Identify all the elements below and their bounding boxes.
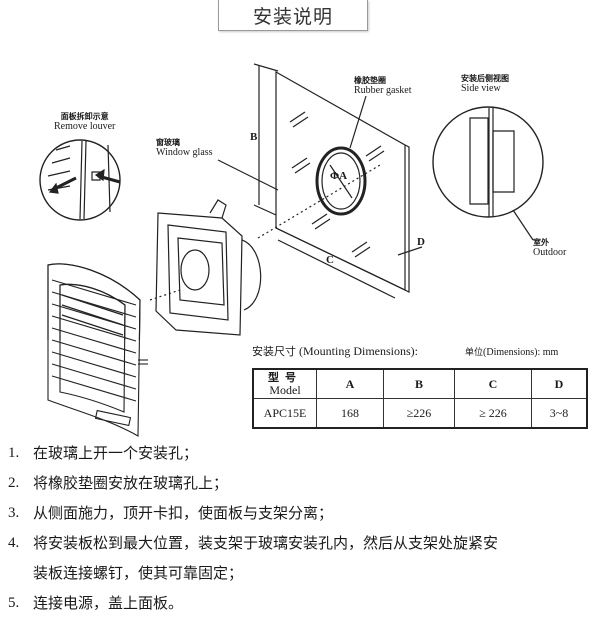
model-header-cell: 型号 Model bbox=[252, 368, 317, 399]
value-cell-d: 3~8 bbox=[531, 398, 588, 429]
step-number: 3. bbox=[8, 505, 20, 521]
dimension-c-label: C bbox=[326, 254, 334, 266]
side-view-label-en: Side view bbox=[461, 83, 501, 94]
table-row: APC15E 168 ≥226 ≥ 226 3~8 bbox=[252, 398, 588, 429]
step-text: 在玻璃上开一个安装孔； bbox=[33, 444, 199, 462]
mounting-dimensions-heading: 安装尺寸 (Mounting Dimensions): bbox=[252, 343, 418, 359]
mounting-dimensions-table: 型号 Model A B C D APC15E 168 ≥226 ≥ 226 3… bbox=[252, 368, 588, 429]
dimension-d-label: D bbox=[417, 236, 425, 248]
value-cell-b: ≥226 bbox=[383, 398, 455, 429]
installation-steps: 1. 在玻璃上开一个安装孔； 2. 将橡胶垫圈安放在玻璃孔上； 3. 从侧面施力，顶开… bbox=[0, 438, 600, 618]
spec-heading-en: (Mounting Dimensions): bbox=[299, 344, 418, 358]
outdoor-label-cn: 室外 bbox=[533, 238, 549, 247]
side-view-detail bbox=[432, 106, 544, 241]
step-number: 1. bbox=[8, 445, 20, 461]
window-glass-label-en: Window glass bbox=[156, 147, 213, 158]
value-cell-a: 168 bbox=[316, 398, 384, 429]
header-cell-a: A bbox=[316, 368, 384, 399]
outdoor-label-en: Outdoor bbox=[533, 247, 567, 258]
window-glass-label: 窗玻璃 Window glass bbox=[156, 138, 213, 158]
model-header-en: Model bbox=[269, 383, 301, 397]
step-number: 5. bbox=[8, 595, 20, 611]
spec-heading-cn: 安装尺寸 bbox=[252, 345, 296, 358]
step-text: 连接电源，盖上面板。 bbox=[33, 594, 184, 612]
model-header-cn: 型号 bbox=[268, 371, 302, 384]
step-item: 5. 连接电源，盖上面板。 bbox=[0, 588, 600, 618]
step-number: 2. bbox=[8, 475, 20, 491]
step-text-continued: 装板连接螺钉，使其可靠固定； bbox=[33, 564, 244, 582]
installation-diagram bbox=[39, 63, 544, 340]
unit-note-cn: 单位 bbox=[465, 348, 484, 358]
window-glass-pane bbox=[217, 63, 423, 299]
step-item: 3. 从侧面施力，顶开卡扣，使面板与支架分离； bbox=[0, 498, 600, 528]
fan-bracket bbox=[149, 199, 262, 336]
remove-louver-label: 面板拆卸示意 Remove louver bbox=[54, 112, 115, 132]
dimension-b-label: B bbox=[250, 131, 258, 143]
model-cell: APC15E bbox=[252, 398, 317, 429]
side-view-label-cn: 安装后侧视图 bbox=[461, 74, 509, 83]
header-cell-b: B bbox=[383, 368, 455, 399]
remove-louver-detail bbox=[39, 139, 121, 221]
unit-note: 单位(Dimensions): mm bbox=[465, 345, 558, 358]
rubber-gasket-label: 橡胶垫圈 Rubber gasket bbox=[354, 76, 412, 96]
step-text: 将橡胶垫圈安放在玻璃孔上； bbox=[33, 474, 229, 492]
dimension-a-label: ΦA bbox=[330, 170, 348, 182]
page-title: 安装说明 bbox=[218, 0, 368, 31]
step-text: 将安装板松到最大位置，装支架于玻璃安装孔内，然后从支架处旋紧安 bbox=[33, 534, 499, 552]
step-number: 4. bbox=[8, 535, 20, 551]
louver-slats bbox=[47, 263, 148, 437]
step-item: 4. 将安装板松到最大位置，装支架于玻璃安装孔内，然后从支架处旋紧安装板连接螺钉，… bbox=[0, 528, 600, 588]
step-item: 2. 将橡胶垫圈安放在玻璃孔上； bbox=[0, 468, 600, 498]
unit-note-en: (Dimensions): mm bbox=[483, 347, 559, 358]
window-glass-label-cn: 窗玻璃 bbox=[156, 138, 180, 147]
remove-louver-label-cn: 面板拆卸示意 bbox=[60, 112, 109, 121]
value-cell-c: ≥ 226 bbox=[454, 398, 532, 429]
header-cell-d: D bbox=[531, 368, 588, 399]
remove-louver-label-en: Remove louver bbox=[54, 121, 116, 132]
rubber-gasket-label-cn: 橡胶垫圈 bbox=[354, 76, 386, 85]
step-text: 从侧面施力，顶开卡扣，使面板与支架分离； bbox=[33, 504, 334, 522]
rubber-gasket-label-en: Rubber gasket bbox=[354, 85, 412, 96]
header-cell-c: C bbox=[454, 368, 532, 399]
step-item: 1. 在玻璃上开一个安装孔； bbox=[0, 438, 600, 468]
side-view-label: 安装后侧视图 Side view bbox=[461, 74, 509, 94]
outdoor-label: 室外 Outdoor bbox=[533, 238, 566, 258]
table-header-row: 型号 Model A B C D bbox=[252, 368, 588, 399]
